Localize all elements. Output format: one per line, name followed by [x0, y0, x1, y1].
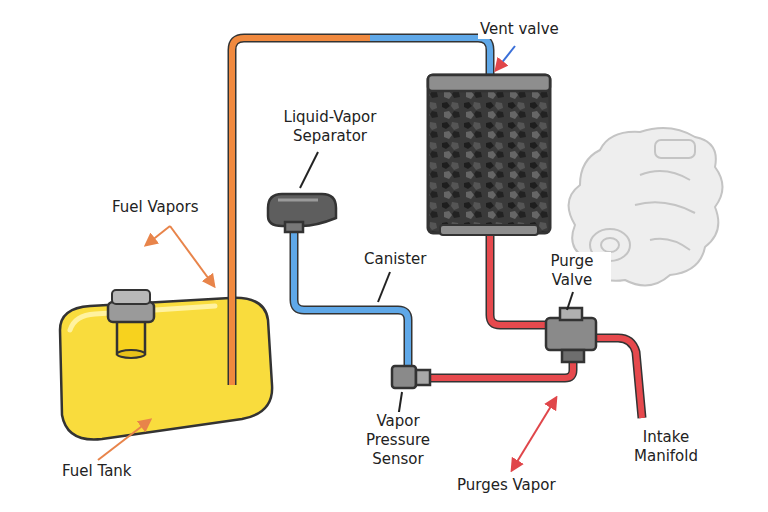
- vapor-pipes: [232, 38, 642, 418]
- leader-lines: [98, 46, 573, 470]
- flow-label: Fuel Vapors: [110, 198, 200, 217]
- part-label: Vent valve: [478, 20, 561, 39]
- liquid-vapor-separator: [268, 194, 336, 232]
- part-label: Intake Manifold: [624, 428, 708, 466]
- flow-label: Purges Vapor: [455, 476, 558, 495]
- fuel-tank: [60, 290, 272, 440]
- part-label: Canister: [362, 250, 428, 269]
- part-label: Vapor Pressure Sensor: [354, 412, 442, 468]
- canister: [428, 75, 550, 235]
- vapor-pressure-sensor: [392, 366, 430, 388]
- purge-valve: [546, 308, 596, 362]
- part-label: Fuel Tank: [60, 462, 134, 481]
- part-label: Purge Valve: [533, 252, 611, 290]
- part-label: Liquid-Vapor Separator: [258, 108, 402, 146]
